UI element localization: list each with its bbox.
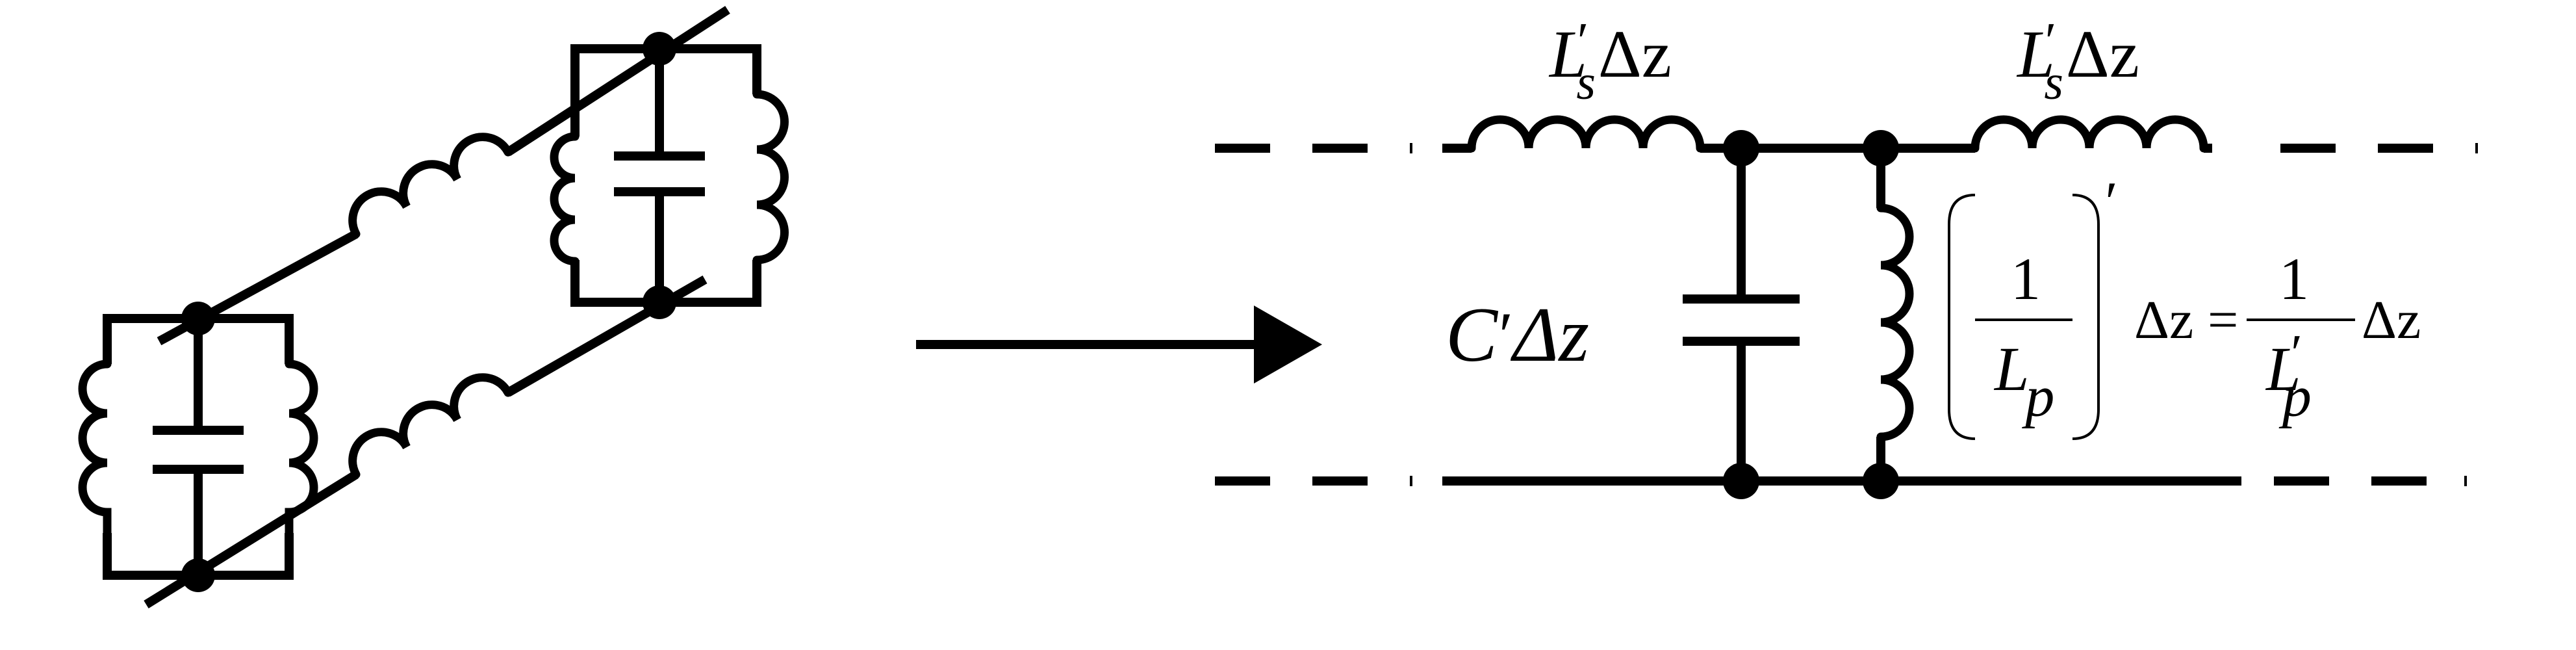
- cell-lower-left: [78, 302, 318, 592]
- delta-z-right: Δz: [2362, 290, 2421, 350]
- node-bottom-inductor: [1863, 463, 1899, 499]
- rail-top: [157, 6, 730, 346]
- paren-left: [1948, 194, 1976, 440]
- top-line-dashes: [1215, 143, 2478, 153]
- node-top-inductor: [1863, 130, 1899, 166]
- delta-z-left: Δz: [2134, 290, 2193, 350]
- cell-lower-left-inductor-left: [78, 359, 112, 538]
- outer-prime: ′: [2102, 171, 2115, 234]
- shunt-capacitor: [1683, 148, 1800, 481]
- unit-cell-sketch: [78, 6, 789, 608]
- rhs-denominator: L′p: [2265, 325, 2312, 429]
- rhs-numerator: 1: [2279, 246, 2309, 312]
- label-series-inductance-left: L′sΔz: [1548, 13, 1672, 110]
- series-inductor-right: [1970, 115, 2208, 153]
- fraction-numerator: 1: [2011, 246, 2041, 312]
- cell-upper-right-inductor-right: [752, 90, 789, 265]
- equivalent-circuit: L′sΔz L′sΔz C′Δz 1 Lp ′ Δz = 1 L′p: [1215, 13, 2478, 499]
- cell-upper-right-inductor-left: [550, 132, 580, 266]
- bottom-line-dashes: [1215, 476, 2467, 486]
- rail-bottom: [144, 275, 708, 608]
- label-shunt-inductance: 1 Lp ′ Δz = 1 L′p Δz: [1948, 171, 2421, 440]
- node-top-capacitor: [1723, 130, 1759, 166]
- paren-right: [2072, 194, 2100, 440]
- arrowhead-icon: [1254, 306, 1322, 384]
- rail-bottom-inductor: [348, 373, 513, 479]
- fraction-denominator: Lp: [1993, 334, 2054, 429]
- node-bottom-capacitor: [1723, 463, 1759, 499]
- transform-arrow: [916, 306, 1322, 384]
- rail-top-inductor: [348, 133, 513, 239]
- equals-sign: =: [2208, 290, 2238, 350]
- shunt-inductor: [1876, 148, 1914, 481]
- label-shunt-capacitance: C′Δz: [1446, 291, 1589, 378]
- cell-lower-left-inductor-right: [285, 359, 318, 538]
- series-inductor-left: [1467, 115, 1705, 153]
- cell-upper-right: [550, 32, 789, 319]
- label-series-inductance-right: L′sΔz: [2016, 13, 2139, 110]
